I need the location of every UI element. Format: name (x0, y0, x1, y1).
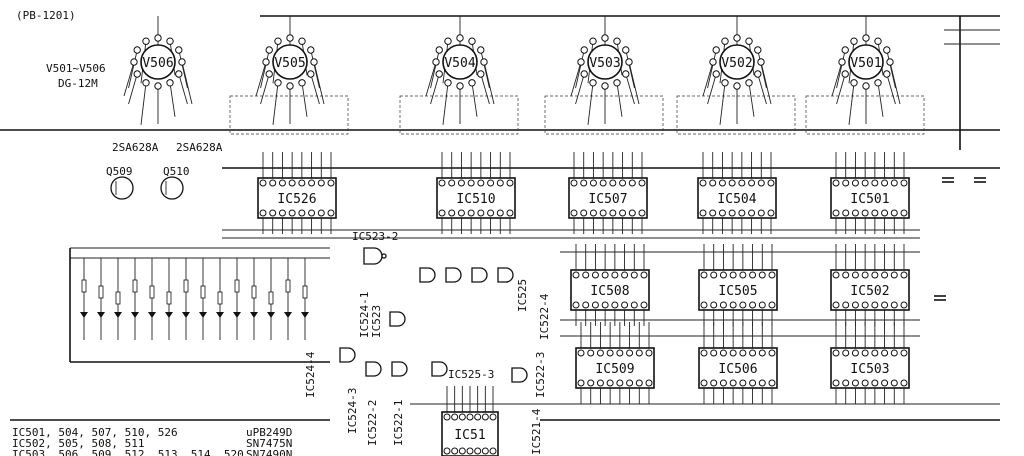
ic-ic508: IC508 (570, 269, 650, 311)
legend-row-2-type: SN7475N (246, 437, 292, 450)
gate-label-ic523-2: IC523-2 (352, 230, 398, 243)
ic-label-ic503: IC503 (850, 362, 889, 377)
nand-gate-i (511, 367, 528, 383)
gate-label-ic525: IC525 (516, 279, 529, 312)
ic-ic526: IC526 (257, 177, 337, 219)
transistor-symbols (110, 176, 184, 200)
tube-v505: V505 (262, 34, 318, 90)
tube-v506: V506 (130, 34, 186, 90)
ic-ic510: IC510 (436, 177, 516, 219)
ic-label-ic526: IC526 (277, 192, 316, 207)
ic-ic509: IC509 (575, 347, 655, 389)
tube-label-v502: V502 (721, 56, 752, 71)
ic-ic503: IC503 (830, 347, 910, 389)
tube-v501: V501 (838, 34, 894, 90)
transistor-ref-q510: Q510 (163, 165, 190, 178)
gate-label-ic521-4: IC521-4 (530, 408, 543, 455)
tube-v503: V503 (577, 34, 633, 90)
nand-gate-d (497, 267, 514, 283)
wiring (0, 15, 1000, 456)
tube-v504: V504 (432, 34, 488, 90)
ic-ic502: IC502 (830, 269, 910, 311)
gate-label-ic522-1: IC522-1 (392, 400, 405, 446)
nand-gate-e (389, 311, 406, 327)
gate-label-ic522-4: IC522-4 (538, 293, 551, 340)
tube-type-label: DG-12M (58, 77, 98, 90)
ic-ic507: IC507 (568, 177, 648, 219)
ic-label-ic507: IC507 (588, 192, 627, 207)
tube-label-v504: V504 (444, 56, 475, 71)
ic-label-ic510: IC510 (456, 192, 495, 207)
nixie-tubes: V506 V505 V504 V503 V502 V501 (130, 34, 894, 90)
gate-label-ic524-1: IC524-1 (358, 292, 371, 338)
ic-ic51: IC51 (441, 411, 499, 456)
transistor-label-2: 2SA628A (176, 141, 223, 154)
gate-label-ic524-3: IC524-3 (346, 388, 359, 434)
nand-gate-c (471, 267, 488, 283)
transistor-ref-q509: Q509 (106, 165, 133, 178)
gate-label-ic524-4: IC524-4 (304, 351, 317, 398)
nand-gate-h (431, 361, 448, 377)
ic-ic506: IC506 (698, 347, 778, 389)
legend-row-3-parts: IC503, 506, 509, 512, 513, 514, 520 (12, 448, 244, 456)
ic-ic501: IC501 (830, 177, 910, 219)
ic-ic504: IC504 (697, 177, 777, 219)
tube-label-v505: V505 (274, 56, 305, 71)
tube-label-v503: V503 (589, 56, 620, 71)
nand-gate-ic523-2 (363, 247, 383, 265)
nand-gate-b (445, 267, 462, 283)
tube-label-v501: V501 (850, 56, 881, 71)
logic-gates (339, 247, 528, 383)
tube-label-v506: V506 (142, 56, 173, 71)
ic-label-ic51: IC51 (454, 428, 485, 443)
legend-row-1-type: uPB249D (246, 426, 292, 439)
tube-v502: V502 (709, 34, 765, 90)
ic-label-ic508: IC508 (590, 284, 629, 299)
gate-label-ic525-3: IC525-3 (448, 368, 494, 381)
legend-block: IC501, 504, 507, 510, 526 uPB249D IC502,… (10, 419, 330, 456)
ic-label-ic502: IC502 (850, 284, 889, 299)
ic-label-ic504: IC504 (717, 192, 756, 207)
legend-row-3-type: SN7490N (246, 448, 292, 456)
tube-range-label: V501~V506 (46, 62, 106, 75)
ic-ic505: IC505 (698, 269, 778, 311)
ic-label-ic505: IC505 (718, 284, 757, 299)
gate-label-ic523: IC523 (370, 305, 383, 338)
gate-label-ic522-3: IC522-3 (534, 352, 547, 398)
gate-label-ic522-2: IC522-2 (366, 400, 379, 446)
legend-row-2-parts: IC502, 505, 508, 511 (12, 437, 144, 450)
nand-gate-j (339, 347, 356, 363)
ic-label-ic506: IC506 (718, 362, 757, 377)
ic-label-ic501: IC501 (850, 192, 889, 207)
gate-labels: IC523-2 IC525 IC524-1 IC523 IC522-4 IC52… (304, 230, 551, 455)
ic-label-ic509: IC509 (595, 362, 634, 377)
legend-row-1-parts: IC501, 504, 507, 510, 526 (12, 426, 178, 439)
sheet-reference: (PB-1201) (16, 9, 76, 22)
nand-gate-a (419, 267, 436, 283)
nand-gate-g (391, 361, 408, 377)
nand-gate-f (365, 361, 382, 377)
transistor-label-1: 2SA628A (112, 141, 159, 154)
